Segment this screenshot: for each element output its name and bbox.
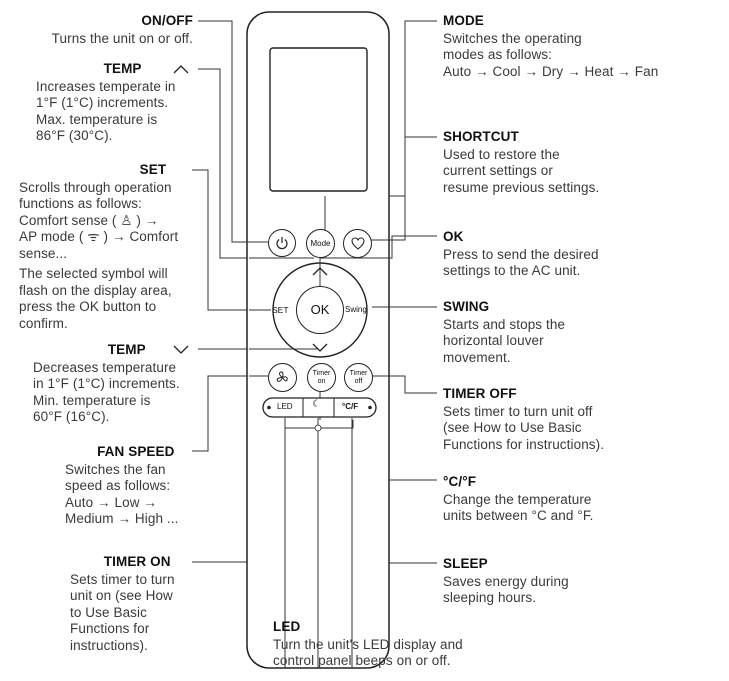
mode-button[interactable]: Mode xyxy=(306,229,335,258)
set-button[interactable]: SET xyxy=(272,305,289,315)
moon-icon: ☾ xyxy=(312,399,321,410)
temp-down-chevron-icon xyxy=(173,345,189,354)
mode-button-label: Mode xyxy=(310,238,331,248)
annotation-timer-off: TIMER OFF Sets timer to turn unit off (s… xyxy=(443,386,604,453)
annotation-title: °C/°F xyxy=(443,474,477,489)
fan-icon xyxy=(276,371,288,382)
ok-button-label: OK xyxy=(310,302,330,317)
set-button-label: SET xyxy=(272,305,289,315)
fan-speed-button[interactable] xyxy=(268,363,297,392)
annotation-led: LED Turn the unit's LED display and cont… xyxy=(273,619,463,670)
annotation-title: TIMER ON xyxy=(103,554,171,569)
annotation-desc: Sets timer to turn unit on (see How to U… xyxy=(70,571,175,653)
annotation-desc: Press to send the desired settings to th… xyxy=(443,246,599,279)
display-area xyxy=(269,47,368,192)
annotation-timer-on: TIMER ON Sets timer to turn unit on (see… xyxy=(70,554,175,654)
chevron-up-icon xyxy=(312,267,328,276)
heart-icon xyxy=(350,237,365,250)
swing-button-label: Swing xyxy=(345,305,367,314)
annotation-desc: Turn the unit's LED display and control … xyxy=(273,636,463,669)
annotation-title: ON/OFF xyxy=(141,13,193,28)
leader-set xyxy=(192,169,271,311)
annotation-title: SET xyxy=(139,162,167,177)
led-button-label: LED xyxy=(277,402,293,411)
annotation-desc: Increases temperate in 1°F (1°C) increme… xyxy=(36,78,176,144)
annotation-mode: MODE Switches the operating modes as fol… xyxy=(443,13,658,80)
annotation-title: LED xyxy=(273,619,301,634)
annotation-temp-up: TEMP Increases temperate in 1°F (1°C) in… xyxy=(36,61,176,145)
power-button[interactable] xyxy=(268,229,296,257)
annotation-title: TIMER OFF xyxy=(443,386,517,401)
annotation-desc: Starts and stops the horizontal louver m… xyxy=(443,316,566,365)
annotation-ok: OK Press to send the desired settings to… xyxy=(443,229,599,280)
annotation-desc: Sets timer to turn unit off (see How to … xyxy=(443,403,605,452)
annotation-set: SET Scrolls through operation functions … xyxy=(19,162,178,332)
annotation-on-off: ON/OFF Turns the unit on or off. xyxy=(52,13,193,47)
annotation-swing: SWING Starts and stops the horizontal lo… xyxy=(443,299,565,366)
led-button[interactable]: LED xyxy=(277,402,293,411)
annotation-desc: Scrolls through operation functions as f… xyxy=(19,179,179,261)
annotation-title: SLEEP xyxy=(443,556,488,571)
swing-button[interactable]: Swing xyxy=(345,305,367,314)
annotation-desc: Decreases temperature in 1°F (1°C) incre… xyxy=(33,359,180,425)
sleep-button[interactable]: ☾ xyxy=(312,399,321,410)
timer-on-button[interactable]: Timer on xyxy=(307,363,336,392)
leader-fan-speed xyxy=(192,375,270,452)
annotation-desc: Change the temperature units between °C … xyxy=(443,491,594,524)
annotation-desc: Switches the operating modes as follows:… xyxy=(443,30,659,79)
annotation-shortcut: SHORTCUT Used to restore the current set… xyxy=(443,129,599,196)
annotation-title: SWING xyxy=(443,299,490,314)
annotation-temp-unit: °C/°F Change the temperature units betwe… xyxy=(443,474,594,525)
timer-off-button-label: Timer off xyxy=(349,369,368,385)
annotation-title: TEMP xyxy=(107,342,146,357)
temp-unit-button-label: °C/F xyxy=(342,402,359,411)
power-icon xyxy=(276,237,288,250)
annotation-desc: Saves energy during sleeping hours. xyxy=(443,573,569,606)
chevron-down-icon xyxy=(312,343,328,352)
annotation-title: OK xyxy=(443,229,464,244)
ok-button[interactable]: OK xyxy=(296,286,344,334)
timer-off-button[interactable]: Timer off xyxy=(344,363,373,392)
annotation-title: FAN SPEED xyxy=(97,444,175,459)
annotation-desc: Turns the unit on or off. xyxy=(51,30,193,46)
annotation-title: MODE xyxy=(443,13,484,28)
annotation-desc: Used to restore the current settings or … xyxy=(443,146,600,195)
temp-unit-button[interactable]: °C/F xyxy=(342,402,358,411)
annotation-title: SHORTCUT xyxy=(443,129,519,144)
annotation-fan-speed: FAN SPEED Switches the fan speed as foll… xyxy=(65,444,178,528)
annotation-title: TEMP xyxy=(103,61,142,76)
temp-up-chevron-icon xyxy=(173,65,189,74)
shortcut-button[interactable] xyxy=(343,229,372,258)
annotation-desc-2: The selected symbol will flash on the di… xyxy=(19,266,172,331)
annotation-temp-down: TEMP Decreases temperature in 1°F (1°C) … xyxy=(33,342,180,426)
timer-on-button-label: Timer on xyxy=(312,369,331,385)
annotation-desc: Switches the fan speed as follows: Auto … xyxy=(65,461,179,527)
annotation-sleep: SLEEP Saves energy during sleeping hours… xyxy=(443,556,569,607)
led-row-pill xyxy=(262,397,377,418)
